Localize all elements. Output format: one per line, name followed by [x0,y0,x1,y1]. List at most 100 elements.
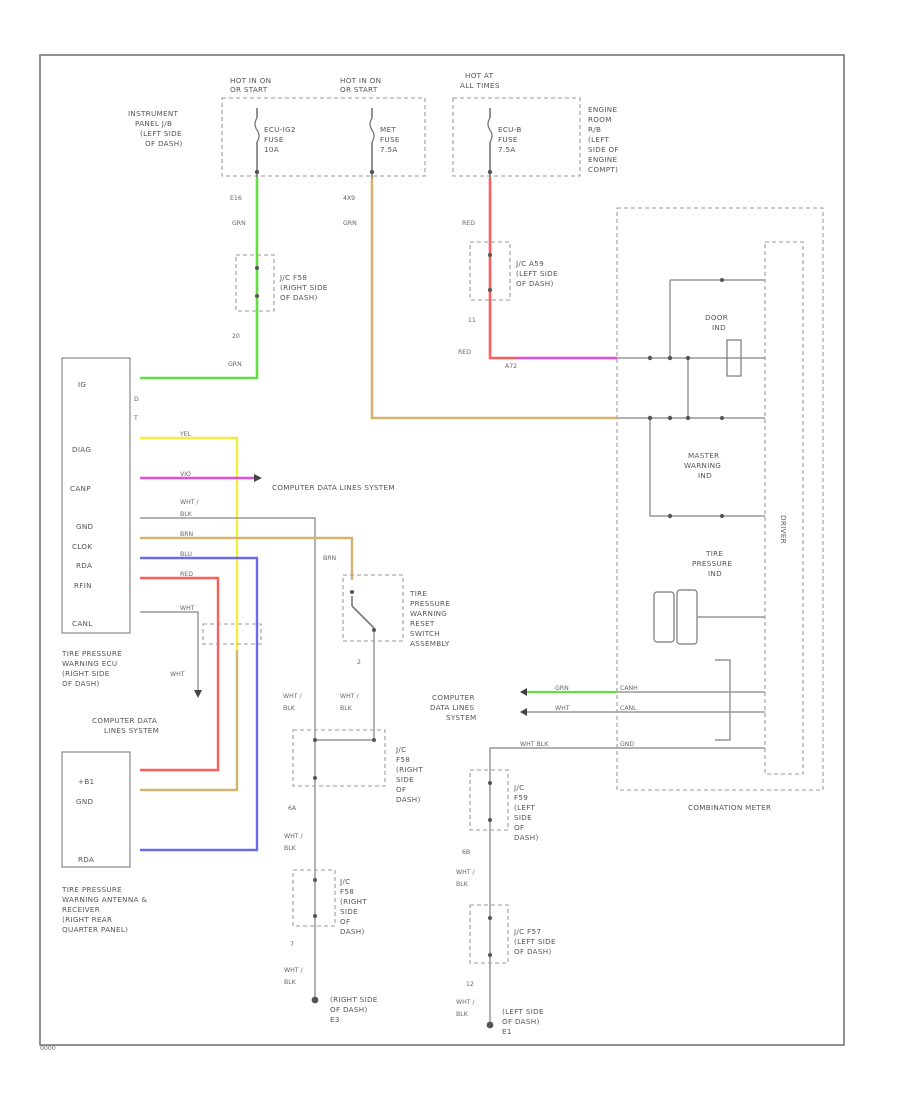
label-wb-f2: BLK [456,1011,469,1018]
label-brn: BRN [180,531,194,538]
gnd-r-2: OF DASH) [330,1005,368,1014]
label-tire-ind-3: IND [708,569,722,578]
label-wb-d1: WHT / [284,967,304,974]
label-computer-lines: COMPUTER DATA LINES SYSTEM [272,483,395,492]
tire-pressure-ecu-box [61,357,131,634]
jc-f58c-4: SIDE [340,907,358,916]
reset-switch-box [342,574,404,642]
ecu-pin-ig: IG [78,380,86,389]
rcv-name-4: (RIGHT REAR [62,915,112,924]
label-yel: YEL [179,431,192,438]
label-pin-12: 12 [466,981,474,988]
rcv-pin-2: GND [76,797,94,806]
label-vio: VIO [180,471,191,478]
rcv-pin-1: +B1 [78,777,94,786]
label-wht-r: WHT [555,705,570,712]
label-fuse2-3: 7.5A [380,145,398,154]
rcv-name-3: RECEIVER [62,905,100,914]
jc-f58b-3: (RIGHT [396,765,423,774]
label-red-c: RED [180,571,193,578]
label-wb-d2: BLK [284,979,297,986]
label-master-1: MASTER [688,451,719,460]
label-wb-a1: WHT / [283,693,303,700]
label-fuse1-2: FUSE [264,135,284,144]
label-grn: GRN [232,220,246,227]
gnd-l-1: (LEFT SIDE [502,1007,544,1016]
label-pin-2: 2 [357,659,361,666]
fuse-ecu-ig2 [254,108,260,178]
label-fuse3-2: FUSE [498,135,518,144]
label-whtblk-r: WHT BLK [520,741,549,748]
jc-f59-5: OF [514,823,524,832]
wire-brown-rcv [140,650,239,792]
ecu-name-4: OF DASH) [62,679,100,688]
switch-label-1: TIRE [409,589,427,598]
jc-f58b-6: DASH) [396,795,421,804]
label-grn-b: GRN [343,220,357,227]
label-cdl-2: LINES SYSTEM [104,726,159,735]
jc-f59-6: DASH) [514,833,539,842]
label-hot-all-1: HOT AT [465,71,494,80]
label-pin-6a: 6A [288,805,297,812]
label-wb-a2: BLK [283,705,296,712]
ecu-name-3: (RIGHT SIDE [62,669,110,678]
label-cdl-r3: SYSTEM [446,713,476,722]
fuse-met [369,108,375,178]
ecu-pin-clok: CLOK [72,542,92,551]
label-comb-meter: COMBINATION METER [688,803,771,812]
label-jc-a59-3: OF DASH) [516,279,554,288]
switch-label-5: SWITCH [410,629,440,638]
jc-f57 [469,904,509,964]
label-wb-b1: WHT / [340,693,360,700]
driver-box [764,241,804,775]
wire-brown-met [370,178,617,420]
label-pin-a72: A72 [505,363,517,370]
ecu-pin-gnd: GND [76,522,94,531]
jc-f59-1: J/C [513,783,524,792]
label-canh: CANH [620,685,638,692]
label-hot-on-1: HOT IN ON [230,76,271,85]
instrument-panel-jb-box [221,97,426,177]
label-wb-c2: BLK [284,845,297,852]
door-ind-lamp [726,339,742,377]
label-er-rb-7: COMPT) [588,165,618,174]
rcv-name-5: QUARTER PANEL) [62,925,128,934]
label-cdl-r2: DATA LINES [430,703,475,712]
ecu-pin-canp: CANP [70,484,91,493]
label-wb-e2: BLK [456,881,469,888]
label-canl: CANL [620,705,637,712]
label-pin-6b: 6B [462,849,470,856]
label-fuse2-2: FUSE [380,135,400,144]
label-hot-on-2b: OR START [340,85,378,94]
jc-f57-1: J/C F57 [513,927,541,936]
wire-yellow-diag [140,436,239,650]
jc-f58b-1: J/C [395,745,406,754]
switch-label-6: ASSEMBLY [410,639,450,648]
label-grn-c: GRN [228,361,242,368]
label-cdl-1: COMPUTER DATA [92,716,157,725]
label-fuse2-1: MET [380,125,396,134]
ecu-pin-rfin: RFIN [74,581,92,590]
label-ip-jb-1: INSTRUMENT [128,109,179,118]
label-wb-f1: WHT / [456,999,476,1006]
label-master-2: WARNING [684,461,721,470]
ecu-name-1: TIRE PRESSURE [61,649,122,658]
jc-f58c-5: OF [340,917,350,926]
label-jc-f58-2: (RIGHT SIDE [280,283,328,292]
jc-f58b-2: F58 [396,755,410,764]
label-fuse1-3: 10A [264,145,279,154]
jc-f57-3: OF DASH) [514,947,552,956]
jc-f58c-6: DASH) [340,927,365,936]
ecu-pin-canl: CANL [72,619,93,628]
label-er-rb-5: SIDE OF [588,145,619,154]
label-ip-jb-4: OF DASH) [145,139,183,148]
jc-f58-mid [292,729,386,787]
ecu-pin-d: D [134,396,139,403]
wire-blue-rda [140,556,259,852]
label-er-rb-3: R/B [588,125,601,134]
label-gnd: GND [620,741,634,748]
label-wb-c1: WHT / [284,833,304,840]
rcv-pin-3: RDA [78,855,94,864]
label-wht-blk-2: BLK [180,511,193,518]
